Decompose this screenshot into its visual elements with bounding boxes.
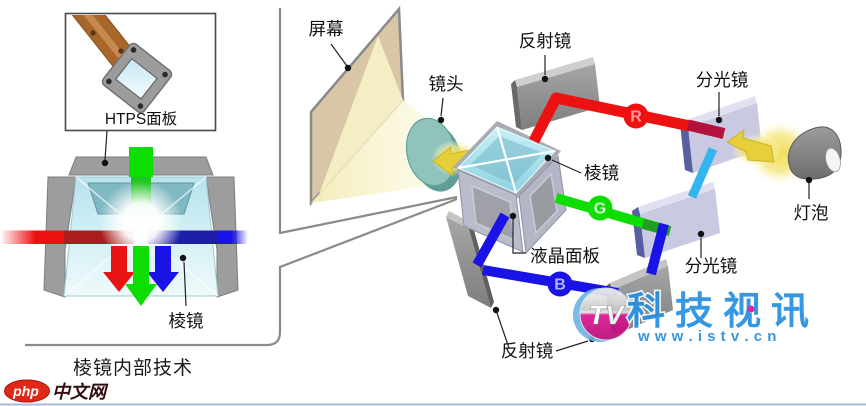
lens-label: 镜头 bbox=[429, 74, 464, 94]
red-beam-in bbox=[0, 230, 64, 244]
tv-logo-text: TV bbox=[589, 300, 625, 330]
callout-dot bbox=[805, 176, 813, 184]
beam-badge-b: B bbox=[547, 271, 573, 297]
screen-label: 屏幕 bbox=[309, 19, 344, 39]
caption: 棱镜内部技术 bbox=[73, 357, 193, 379]
cyan-beam bbox=[687, 147, 718, 199]
output-arrow-green bbox=[125, 246, 157, 306]
light-glow bbox=[99, 180, 183, 264]
left-panel-prism-assembly: 棱镜 棱镜内部技术 bbox=[0, 147, 248, 379]
red-streak bbox=[686, 119, 726, 139]
htps-label: HTPS面板 bbox=[105, 110, 177, 128]
php-watermark: php 中文网 bbox=[4, 379, 109, 403]
callout-line bbox=[551, 159, 582, 174]
callout-dot bbox=[179, 254, 187, 262]
bottom-border-line bbox=[0, 403, 866, 406]
prism-main-label: 棱镜 bbox=[584, 163, 619, 183]
callout-dot bbox=[492, 306, 500, 314]
blue-beam-in bbox=[218, 230, 248, 244]
output-arrow-blue bbox=[147, 246, 179, 292]
callout-line bbox=[183, 261, 187, 307]
callout-dot bbox=[101, 159, 109, 167]
callout-dot bbox=[541, 75, 549, 83]
callout-line bbox=[496, 312, 510, 349]
splitter-top-label: 分光镜 bbox=[696, 70, 749, 90]
callout-line bbox=[104, 130, 108, 161]
istv-title: 科技视讯 bbox=[627, 291, 819, 333]
callout-line bbox=[440, 97, 444, 117]
cube-x-line bbox=[495, 126, 518, 194]
istv-title-dot bbox=[747, 305, 755, 313]
callout-dot bbox=[344, 64, 352, 72]
lamp-cap bbox=[825, 147, 841, 173]
istv-url: w w w . i s t v . c n bbox=[637, 328, 777, 345]
callout-line bbox=[512, 219, 526, 254]
beam-letter-r: R bbox=[630, 109, 642, 126]
callout-dot bbox=[544, 154, 552, 162]
lcd-panel-label: 液晶面板 bbox=[530, 246, 600, 266]
callout-line bbox=[330, 43, 348, 67]
output-arrow-red bbox=[103, 246, 135, 292]
istv-tv-logo: TV bbox=[573, 287, 633, 342]
beam-letter-b: B bbox=[554, 277, 566, 294]
php-logo-oval bbox=[4, 379, 50, 403]
cube-right-panel bbox=[529, 172, 558, 235]
callout-dot bbox=[437, 116, 445, 124]
beam-letter-g: G bbox=[594, 201, 606, 218]
htps-panel-chip bbox=[101, 42, 173, 114]
callout-line bbox=[555, 340, 589, 352]
green-beam-in bbox=[129, 147, 153, 177]
prism-left-label: 棱镜 bbox=[169, 311, 204, 331]
yellow-arrow-from-lamp bbox=[726, 128, 775, 163]
lamp-label: 灯泡 bbox=[794, 203, 829, 223]
callout-dot bbox=[697, 230, 705, 238]
screen bbox=[309, 5, 437, 207]
projection-cone bbox=[311, 100, 437, 203]
callout-dot bbox=[715, 116, 723, 124]
callout-dot bbox=[509, 212, 517, 220]
beam-badge-g: G bbox=[587, 195, 613, 221]
lamp bbox=[748, 121, 842, 185]
zoom-callout-lines bbox=[25, 8, 458, 347]
istv-watermark: TV 科技视讯 w w w . i s t v . c n bbox=[573, 287, 819, 346]
mirror-top-label: 反射镜 bbox=[519, 31, 572, 51]
htps-inset: HTPS面板 bbox=[64, 12, 217, 167]
php-logo-text: php bbox=[12, 383, 39, 399]
mirror-bottom-label: 反射镜 bbox=[501, 341, 554, 361]
beam-badge-r: R bbox=[623, 103, 649, 129]
php-site-text: 中文网 bbox=[52, 382, 109, 402]
screen-lit-area bbox=[311, 36, 403, 203]
splitter-bottom-label: 分光镜 bbox=[685, 256, 738, 276]
